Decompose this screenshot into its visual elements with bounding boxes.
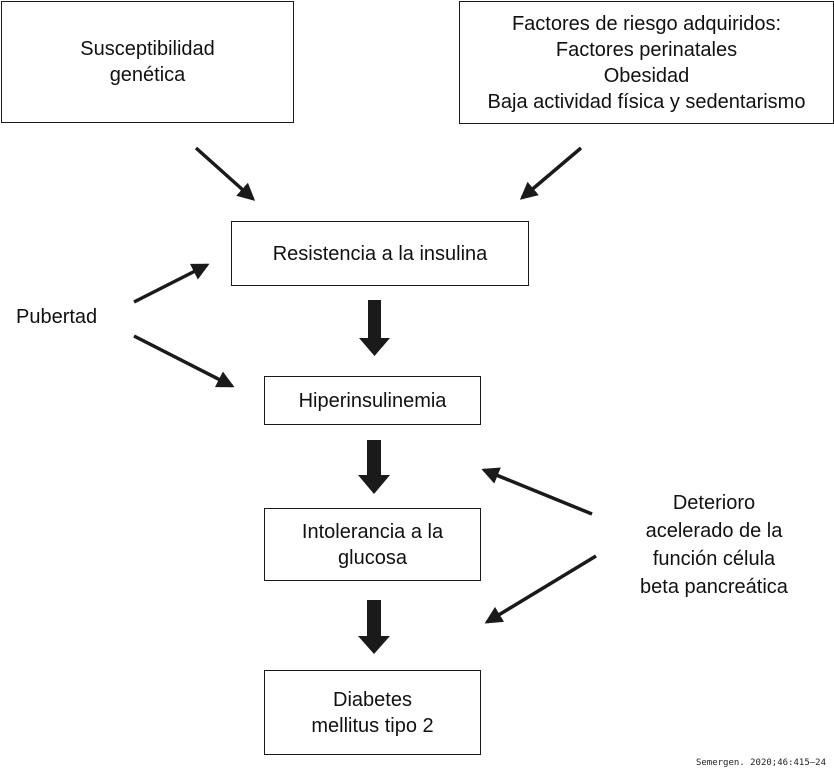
puberty-label: Pubertad	[16, 306, 98, 328]
diabetes-line-2: mellitus tipo 2	[311, 714, 434, 737]
hyperinsulinemia-box: Hiperinsulinemia	[264, 376, 481, 425]
acquired-line-1: Factores de riesgo adquiridos:	[511, 12, 782, 35]
beta-cell-line-4: beta pancreática	[640, 576, 788, 598]
block-arrow-hyperinsulinemia-to-intolerance	[358, 440, 390, 494]
arrow-betacell-to-hyperinsulinemia	[481, 467, 593, 516]
block-arrow-intolerance-to-diabetes	[358, 600, 390, 654]
beta-cell-deterioration-label: Deterioro acelerado de la función célula…	[604, 489, 824, 601]
insulin-resistance-label: Resistencia a la insulina	[272, 242, 488, 265]
hyperinsulinemia-label: Hiperinsulinemia	[298, 389, 447, 412]
citation: Semergen. 2020;46:415–24	[695, 758, 826, 768]
acquired-line-4: Baja actividad física y sedentarismo	[487, 90, 806, 113]
block-arrow-resistance-to-hyperinsulinemia	[359, 300, 390, 356]
arrow-puberty-to-resistance	[133, 263, 210, 304]
glucose-intolerance-box: Intolerancia a la glucosa	[264, 508, 481, 581]
beta-cell-line-3: función célula	[652, 548, 776, 570]
arrow-puberty-to-hyperinsulinemia	[133, 334, 235, 388]
arrow-betacell-to-intolerance	[484, 554, 597, 624]
acquired-line-2: Factores perinatales	[555, 38, 738, 61]
genetic-susceptibility-box: Susceptibilidad genética	[1, 1, 294, 123]
arrow-genetic-to-resistance	[194, 146, 256, 201]
insulin-resistance-box: Resistencia a la insulina	[231, 221, 529, 286]
beta-cell-line-1: Deterioro	[672, 492, 756, 514]
genetic-line-2: genética	[109, 64, 186, 86]
arrow-acquired-to-resistance	[519, 146, 583, 200]
acquired-risk-factors-box: Factores de riesgo adquiridos: Factores …	[459, 1, 834, 124]
acquired-line-3: Obesidad	[603, 64, 690, 87]
genetic-line-1: Susceptibilidad	[80, 38, 215, 60]
beta-cell-line-2: acelerado de la	[645, 520, 783, 542]
intolerance-line-2: glucosa	[338, 546, 407, 569]
diabetes-box: Diabetes mellitus tipo 2	[264, 670, 481, 755]
diabetes-line-1: Diabetes	[333, 688, 412, 711]
intolerance-line-1: Intolerancia a la	[301, 520, 444, 543]
